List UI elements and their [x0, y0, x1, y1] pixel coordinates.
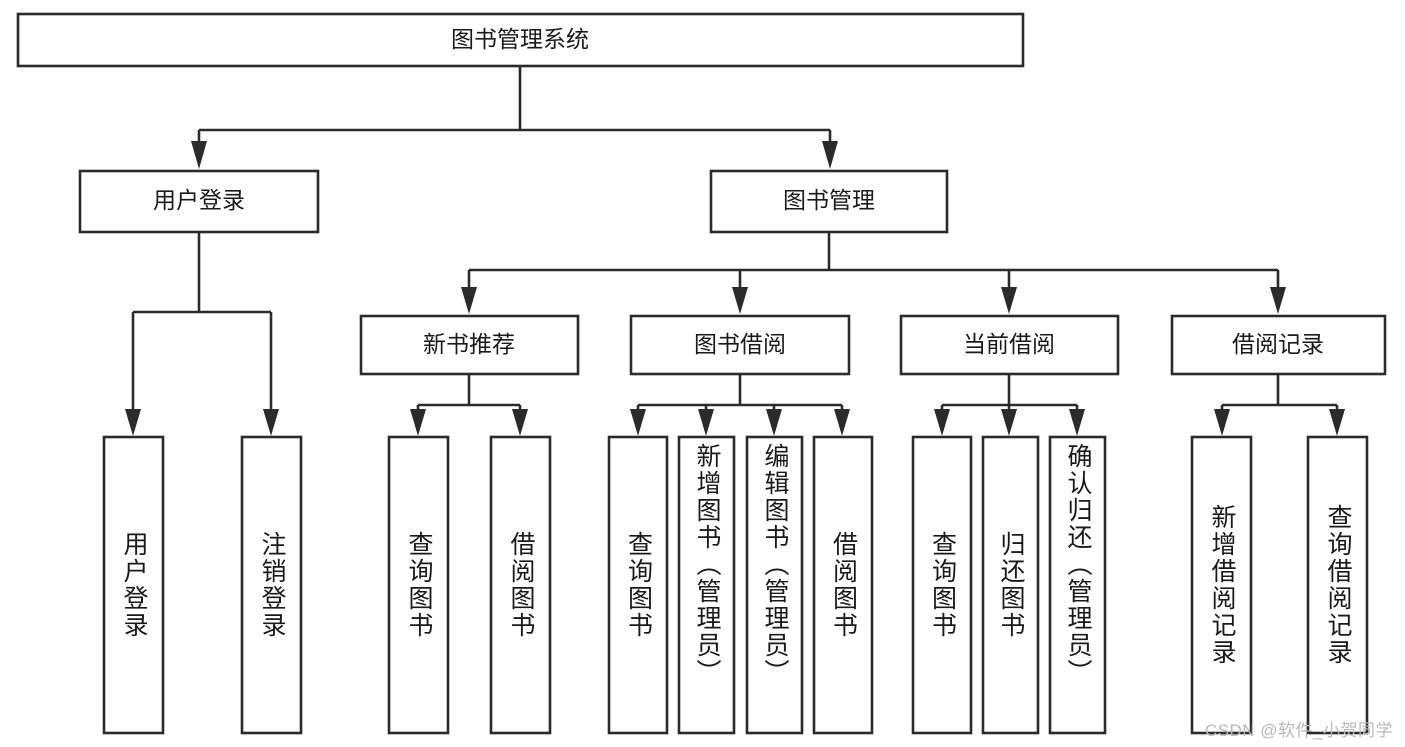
arrowhead-leaf-borrow-record-1	[1214, 409, 1230, 436]
arrowhead-leaf-book-borrow-4	[834, 409, 850, 436]
node-root-label: 图书管理系统	[451, 26, 589, 52]
arrowhead-leaf-book-borrow-1	[630, 409, 646, 436]
arrowhead-leaf-current-borrow-2	[1001, 409, 1017, 436]
arrowhead-leaf-borrow-record-2	[1329, 409, 1345, 436]
node-book-borrow-box[interactable]	[629, 314, 851, 376]
arrowhead-to-user-login	[191, 141, 207, 169]
leaf-box-new-book-1[interactable]	[387, 435, 450, 735]
arrowhead-to-current-borrow	[1001, 287, 1017, 314]
leaf-box-book-borrow-2[interactable]	[677, 435, 736, 735]
arrowhead-to-book-manage	[822, 141, 838, 169]
node-book-manage-label: 图书管理	[783, 187, 875, 213]
arrowhead-leaf-new-book-2	[512, 409, 528, 436]
node-user-login-label: 用户登录	[153, 187, 245, 213]
leaf-box-current-borrow-2[interactable]	[981, 435, 1040, 735]
node-new-book-recommend-box[interactable]	[359, 314, 580, 376]
arrowhead-to-book-borrow	[732, 287, 748, 314]
arrowhead-leaf-user-login-2	[263, 409, 279, 436]
leaf-box-book-borrow-4[interactable]	[812, 435, 874, 735]
leaf-box-user-login-2[interactable]	[240, 435, 303, 735]
leaf-box-new-book-2[interactable]	[489, 435, 552, 735]
node-borrow-record-label: 借阅记录	[1232, 331, 1324, 357]
leaf-box-borrow-record-1[interactable]	[1190, 435, 1253, 735]
arrowhead-leaf-user-login-1	[125, 409, 141, 436]
leaf-box-current-borrow-3[interactable]	[1048, 435, 1107, 735]
node-current-borrow-label: 当前借阅	[963, 331, 1055, 357]
arrowhead-to-new-book	[461, 287, 477, 314]
leaf-box-book-borrow-3[interactable]	[745, 435, 804, 735]
arrowhead-leaf-book-borrow-3	[766, 409, 782, 436]
node-root-box[interactable]	[16, 12, 1025, 68]
node-new-book-recommend-label: 新书推荐	[423, 331, 515, 357]
arrowhead-leaf-current-borrow-3	[1069, 409, 1085, 436]
arrowhead-leaf-current-borrow-1	[934, 409, 950, 436]
node-borrow-record-box[interactable]	[1170, 314, 1387, 376]
leaf-box-user-login-1[interactable]	[102, 435, 165, 735]
leaf-box-book-borrow-1[interactable]	[607, 435, 669, 735]
node-book-manage-box[interactable]	[709, 169, 949, 234]
csdn-watermark: CSDN @软件_小贺同学	[1204, 721, 1393, 740]
arrowhead-to-borrow-record	[1270, 287, 1286, 314]
arrowhead-leaf-new-book-1	[410, 409, 426, 436]
arrowhead-leaf-book-borrow-2	[698, 409, 714, 436]
leaf-box-current-borrow-1[interactable]	[911, 435, 973, 735]
node-book-borrow-label: 图书借阅	[694, 331, 786, 357]
node-current-borrow-box[interactable]	[899, 314, 1120, 376]
leaf-box-borrow-record-2[interactable]	[1306, 435, 1369, 735]
